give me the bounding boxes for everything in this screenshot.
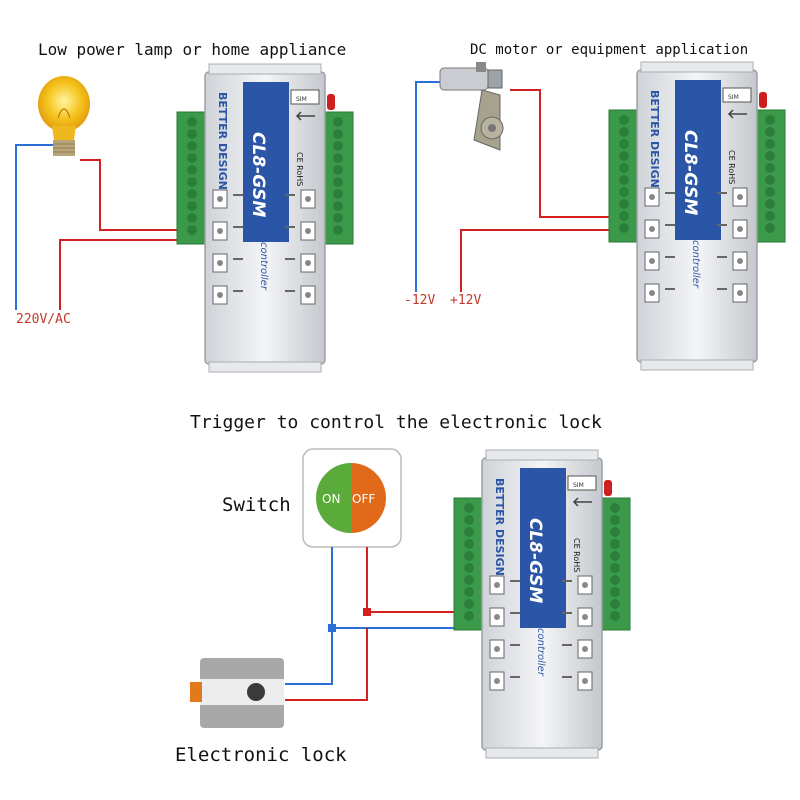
electronic-lock-icon — [190, 658, 284, 728]
label-plus-12v: +12V — [450, 293, 482, 308]
switch-icon: ON OFF — [302, 448, 402, 548]
switch-off-label: OFF — [352, 492, 375, 506]
cert-label: CE RoHS — [295, 152, 304, 186]
caption-switch: Switch — [222, 494, 291, 516]
wire-blue-motor — [415, 81, 440, 292]
svg-text:BETTER DESIGN: BETTER DESIGN — [648, 90, 661, 188]
wire-red-lamp — [80, 159, 178, 231]
svg-text:controller: controller — [690, 240, 701, 289]
svg-text:CL8-GSM: CL8-GSM — [525, 518, 545, 603]
svg-text:CE RoHS: CE RoHS — [572, 538, 581, 572]
label-minus-12v: -12V — [404, 293, 436, 308]
svg-text:SIM: SIM — [573, 482, 584, 489]
controller-device-2: BETTER DESIGN CL8-GSM SIM CE RoHS contro… — [608, 61, 786, 371]
caption-electronic-lock-trigger: Trigger to control the electronic lock — [190, 412, 602, 433]
svg-text:CE RoHS: CE RoHS — [727, 150, 736, 184]
motor-panel: BETTER DESIGN CL8-GSM SIM CE RoHS contro… — [415, 61, 786, 371]
lamp-panel: BETTER DESIGN CL8-GSM SIM CE RoHS contro… — [15, 63, 354, 373]
wire-red-switch — [366, 547, 462, 613]
model-label: CL8-GSM — [248, 132, 268, 217]
brand-label: BETTER DESIGN — [216, 92, 229, 190]
wire-red-motor — [510, 89, 612, 218]
wire-blue-lamp — [15, 144, 60, 310]
wire-blue-switch — [331, 547, 462, 629]
switch-on-label: ON — [322, 492, 340, 506]
label-220v-ac: 220V/AC — [16, 312, 71, 327]
wire-blue-lock — [285, 628, 333, 685]
caption-low-power-lamp: Low power lamp or home appliance — [38, 40, 347, 59]
wire-red-12v — [460, 229, 612, 292]
svg-text:BETTER DESIGN: BETTER DESIGN — [493, 478, 506, 576]
dc-motor-icon — [439, 62, 504, 151]
sim-label: SIM — [296, 96, 307, 103]
controller-device-3: BETTER DESIGN CL8-GSM SIM CE RoHS contro… — [453, 449, 631, 759]
svg-text:controller: controller — [535, 628, 546, 677]
svg-text:CL8-GSM: CL8-GSM — [680, 130, 700, 215]
svg-text:SIM: SIM — [728, 94, 739, 101]
caption-dc-motor: DC motor or equipment application — [470, 42, 749, 58]
subtitle-label: controller — [258, 242, 269, 291]
controller-device-1: BETTER DESIGN CL8-GSM SIM CE RoHS contro… — [176, 63, 354, 373]
wire-red-lock — [285, 628, 368, 701]
caption-electronic-lock: Electronic lock — [175, 744, 347, 766]
light-bulb-icon — [38, 76, 90, 156]
wire-red-ac — [59, 239, 178, 310]
lock-panel: ON OFF BETTER DESIGN CL8-GSM SIM CE RoHS… — [190, 448, 631, 759]
